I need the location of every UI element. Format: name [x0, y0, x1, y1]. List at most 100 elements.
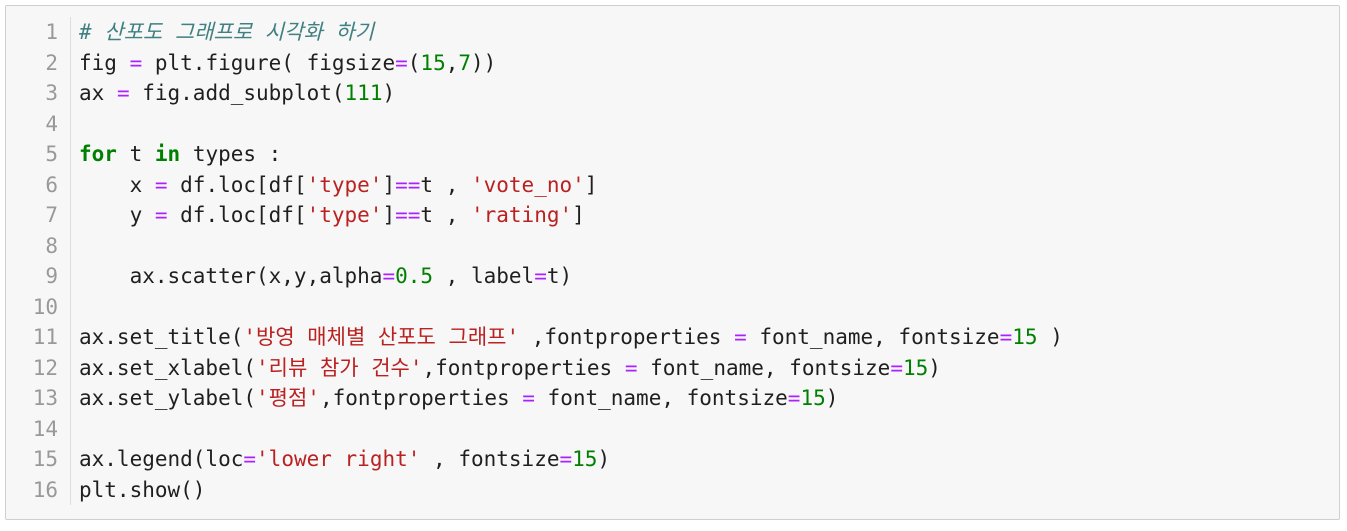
line-number: 11	[32, 325, 58, 349]
code-token: =	[534, 264, 547, 288]
code-token: ax.scatter(x,y,alpha	[79, 264, 383, 288]
gutter-divider	[70, 47, 71, 78]
code-text: fig = plt.figure( figsize=(15,7))	[79, 48, 496, 79]
code-token: 'rating'	[470, 203, 573, 227]
code-token: types :	[180, 142, 282, 166]
gutter-divider	[70, 139, 71, 170]
line-number: 6	[45, 172, 58, 197]
line-number: 13	[32, 386, 58, 410]
code-token: for	[79, 142, 117, 166]
code-token: ]	[572, 203, 585, 227]
line-number: 10	[32, 294, 58, 319]
code-text: ax.set_xlabel('리뷰 참가 건수',fontproperties …	[79, 353, 941, 384]
code-token: df.loc[df[	[167, 172, 307, 197]
code-token: ,fontproperties	[519, 325, 735, 349]
code-token: (	[407, 50, 421, 75]
gutter-divider	[70, 261, 71, 292]
code-line: 8	[6, 230, 1339, 261]
code-token: 15	[1012, 325, 1038, 349]
code-token: =	[382, 264, 396, 288]
code-token: ))	[471, 50, 497, 75]
code-token: ]	[584, 172, 598, 197]
code-token: font_name, fontsize	[534, 386, 788, 410]
line-number: 3	[45, 81, 58, 105]
code-token: =	[522, 386, 535, 410]
code-token: )	[597, 447, 611, 471]
gutter-divider	[70, 169, 71, 200]
gutter-divider	[70, 383, 71, 414]
gutter-divider	[70, 352, 71, 383]
code-token: =	[624, 355, 638, 380]
code-token: t)	[546, 264, 573, 288]
code-line: 3 ax = fig.add_subplot(111)	[6, 78, 1339, 109]
code-token: 'lower right'	[256, 447, 421, 471]
code-token: )	[825, 386, 839, 410]
code-token: '평점'	[256, 386, 320, 410]
code-token: )	[382, 81, 396, 105]
code-line: 15 ax.legend(loc='lower right' , fontsize…	[6, 444, 1339, 475]
code-token: )	[1037, 325, 1063, 349]
code-token: 15	[572, 447, 598, 471]
code-token: ,fontproperties	[422, 355, 625, 380]
code-text: # 산포도 그래프로 시각화 하기	[79, 17, 374, 48]
code-text: ax.legend(loc='lower right' , fontsize=1…	[79, 444, 610, 475]
gutter-divider	[70, 230, 71, 261]
code-token: df.loc[df[	[167, 203, 307, 227]
code-token: 15	[903, 355, 929, 380]
code-line: 14	[6, 413, 1339, 444]
code-text: plt.show()	[79, 475, 205, 506]
code-token: x	[79, 172, 155, 197]
code-line: 11 ax.set_title('방영 매체별 산포도 그래프' ,fontpro…	[6, 322, 1339, 353]
code-token: =	[395, 50, 408, 75]
gutter-divider	[70, 108, 71, 139]
code-token: ==	[395, 172, 421, 197]
code-token: font_name, fontsize	[746, 325, 1000, 349]
code-token: in	[154, 142, 181, 166]
code-token: =	[890, 355, 903, 380]
code-token: =	[243, 447, 257, 471]
code-line: 1 # 산포도 그래프로 시각화 하기	[6, 17, 1339, 48]
code-token: 'type'	[306, 172, 383, 197]
code-text: for t in types :	[79, 139, 281, 170]
code-token: fig.add_subplot(	[129, 81, 345, 105]
code-token: , fontsize	[420, 447, 560, 471]
code-line: 4	[6, 108, 1339, 139]
code-token: ,	[445, 50, 459, 75]
gutter-divider	[70, 474, 71, 505]
code-token: ]	[382, 172, 396, 197]
code-token: ax.set_title(	[79, 325, 244, 349]
line-number: 12	[32, 355, 58, 380]
gutter-divider	[70, 322, 71, 353]
code-line: 6 x = df.loc[df['type']==t , 'vote_no']	[6, 169, 1339, 200]
code-token: ax	[79, 81, 117, 105]
line-number: 16	[32, 477, 58, 502]
code-token: =	[999, 325, 1013, 349]
code-text: ax = fig.add_subplot(111)	[79, 78, 395, 109]
code-token: plt.show()	[79, 477, 206, 502]
code-token: , label	[433, 264, 535, 288]
code-line: 7 y = df.loc[df['type']==t , 'rating']	[6, 200, 1339, 231]
code-token: =	[154, 203, 168, 227]
code-token: =	[129, 50, 143, 75]
line-number: 15	[32, 447, 58, 471]
gutter-divider	[70, 444, 71, 475]
code-token: ==	[395, 203, 421, 227]
code-line: 12 ax.set_xlabel('리뷰 참가 건수',fontpropertie…	[6, 352, 1339, 384]
code-token: 0.5	[395, 264, 434, 288]
code-token: # 산포도 그래프로 시각화 하기	[79, 20, 375, 44]
code-line: 10	[6, 291, 1339, 322]
code-token: 'type'	[306, 203, 383, 227]
code-text: ax.scatter(x,y,alpha=0.5 , label=t)	[79, 261, 573, 292]
code-text: ax.set_ylabel('평점',fontproperties = font…	[79, 383, 838, 414]
code-token: =	[116, 81, 130, 105]
code-token: 15	[800, 386, 826, 410]
code-token: ,fontproperties	[319, 386, 523, 410]
code-token: ax.legend(loc	[79, 447, 244, 471]
code-token: t ,	[420, 203, 471, 227]
line-number: 5	[45, 142, 58, 166]
code-text: ax.set_title('방영 매체별 산포도 그래프' ,fontprope…	[79, 322, 1063, 353]
line-number: 1	[45, 20, 58, 44]
